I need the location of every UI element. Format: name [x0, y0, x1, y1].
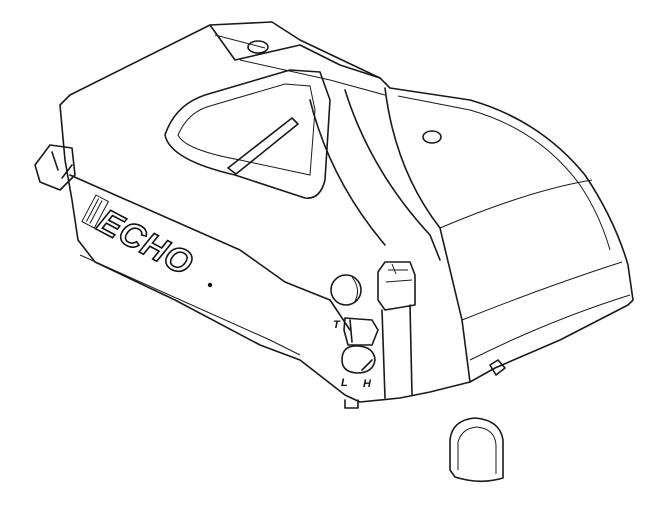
top-ridge — [209, 24, 381, 79]
logo-dot — [207, 282, 213, 288]
body-crease-inner — [79, 254, 301, 356]
top-ridge-inner — [214, 34, 386, 96]
right-clip — [489, 359, 506, 376]
panel-divider — [309, 89, 441, 261]
control-hole — [330, 274, 362, 306]
label-h: H — [363, 378, 372, 390]
bottom-tab — [344, 399, 359, 409]
logo-text: ECHO — [91, 202, 199, 284]
right-panel-inner — [397, 95, 631, 361]
echo-logo: ECHO — [81, 194, 200, 284]
label-l: L — [341, 377, 348, 389]
body-crease — [69, 174, 351, 331]
mixture-knob — [341, 345, 376, 374]
plug-cap-inner — [457, 426, 497, 474]
label-t: T — [333, 319, 341, 331]
rod — [227, 117, 299, 175]
starter-bracket — [377, 261, 416, 399]
right-panel-edge — [384, 87, 471, 383]
throttle-switch — [343, 317, 379, 346]
window-recess — [164, 69, 331, 199]
window-inner — [177, 83, 316, 176]
top-cap — [247, 40, 269, 54]
control-hole-inner — [351, 276, 358, 304]
panel-hole — [422, 130, 442, 144]
left-hook — [34, 144, 76, 191]
starter-bracket-inner — [385, 263, 413, 283]
cover-outline — [59, 21, 634, 403]
plug-cap — [449, 417, 504, 483]
